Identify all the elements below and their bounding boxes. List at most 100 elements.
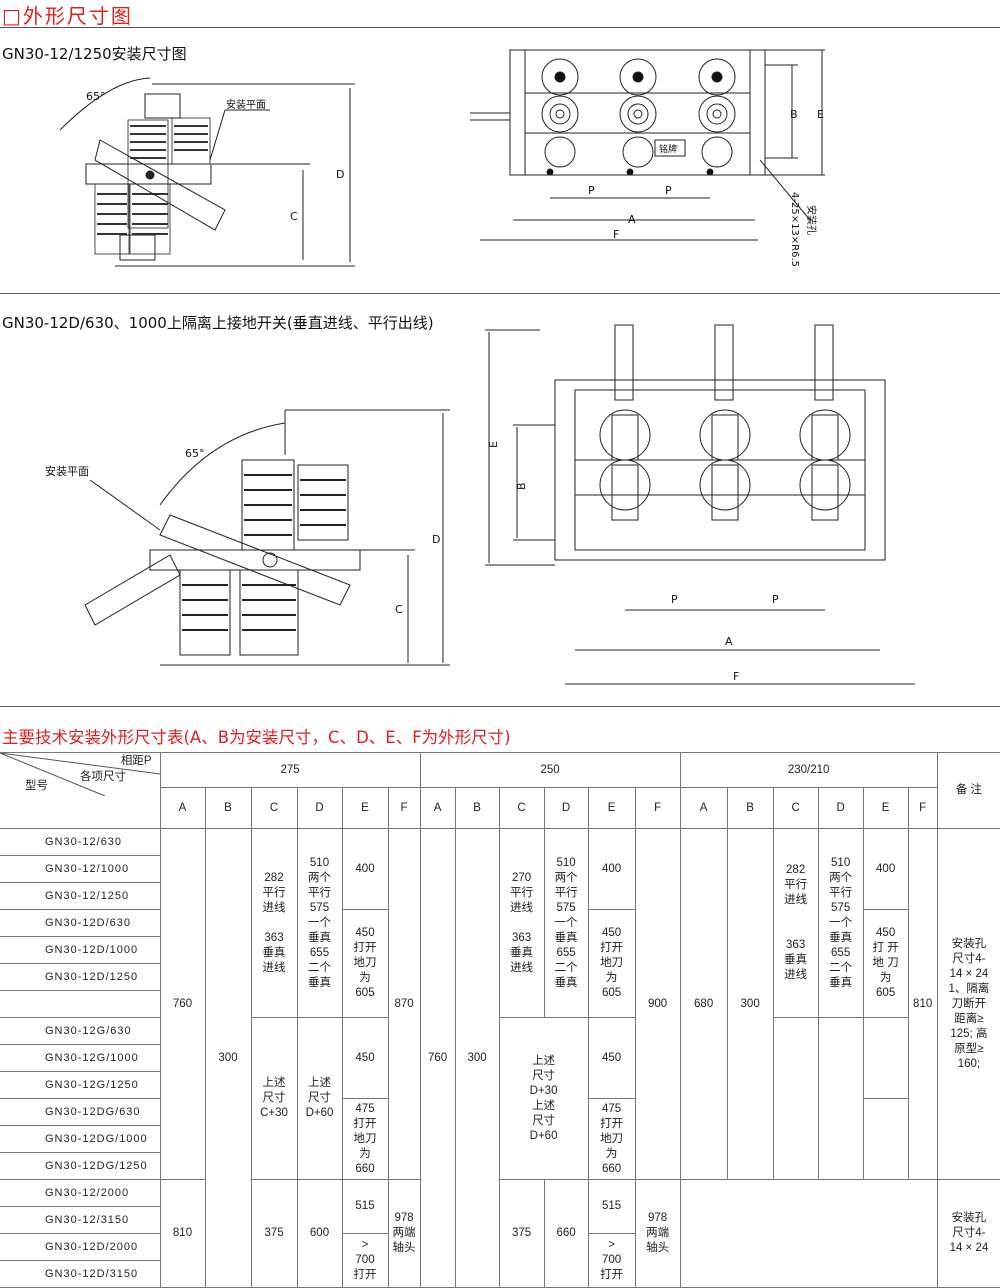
- col-header: C: [772, 787, 819, 829]
- cell: [862, 1017, 909, 1099]
- cell: 870: [387, 828, 421, 1180]
- cell: 上述 尺寸 C+30: [250, 1017, 298, 1180]
- cell: 282 平行 进线 363 垂真 进线: [250, 828, 298, 1018]
- phase-poles: [541, 58, 736, 176]
- corner-model: 型号: [25, 780, 48, 792]
- cell: [772, 1017, 819, 1180]
- corner-dims: 各项尺寸: [80, 771, 126, 783]
- col-header: E: [341, 787, 389, 829]
- dim-f: F: [613, 228, 619, 241]
- group-header: 250: [419, 751, 681, 789]
- dim-p: P: [671, 593, 678, 606]
- table-title: 主要技术安装外形尺寸表(A、B为安装尺寸，C、D、E、F为外形尺寸): [2, 728, 511, 747]
- cell: 978 两端 轴头: [387, 1179, 421, 1288]
- cell: 660: [543, 1179, 589, 1288]
- cell: 375: [498, 1179, 545, 1288]
- hole-label: 安装孔: [805, 205, 818, 235]
- cell: 510 两个 平行 575 一个 垂真 655 二个 垂真: [296, 828, 343, 1018]
- section-title: □外形尺寸图: [2, 4, 133, 28]
- drawing3-title: GN30-12D/630、1000上隔离上接地开关(垂直进线、平行出线): [2, 314, 434, 332]
- divider: [0, 706, 1000, 707]
- model-cell: [0, 990, 161, 1018]
- cell: 510 两个 平行 575 一个 垂真 655 二个 垂真: [817, 828, 864, 1018]
- col-header: D: [296, 787, 343, 829]
- front-view-drawing-1: 铭牌 P P A F B E 安装孔 4-25×13×R6.5: [470, 49, 825, 267]
- cell: 475 打开 地刀 为 660: [587, 1098, 636, 1180]
- model-cell: GN30-12D/630: [0, 909, 161, 937]
- cell: 400: [341, 828, 389, 910]
- cell: 450 打开 地刀 为 605: [587, 909, 636, 1018]
- side-view-drawing-1: 65° C D 安装平面: [59, 77, 355, 267]
- note-cell: 安装孔 尺寸4- 14 × 24 1、隔离 刀断开 距离≥ 125; 高 原型≥…: [936, 828, 1000, 1180]
- divider: [0, 27, 1000, 28]
- nameplate-label: 铭牌: [659, 143, 677, 155]
- cell: [679, 1179, 938, 1288]
- dim-p: P: [588, 184, 595, 197]
- group-header: 230/210: [679, 751, 938, 789]
- dim-e: E: [487, 441, 500, 448]
- cell: 760: [159, 828, 206, 1180]
- col-header: D: [543, 787, 589, 829]
- model-cell: GN30-12/1000: [0, 855, 161, 883]
- col-header: F: [634, 787, 681, 829]
- angle-arc: [59, 77, 151, 131]
- dim-p: P: [665, 184, 672, 197]
- dim-c: C: [290, 210, 298, 223]
- dim-b: B: [515, 482, 528, 490]
- cell: 600: [296, 1179, 343, 1288]
- dim-c: C: [395, 603, 403, 616]
- col-header: B: [726, 787, 774, 829]
- col-header: F: [387, 787, 421, 829]
- cell: 450: [587, 1017, 636, 1099]
- cell: 375: [250, 1179, 298, 1288]
- drawing1-title: GN30-12/1250安装尺寸图: [2, 45, 187, 63]
- cell: 上述 尺寸 D+30 上述 尺寸 D+60: [498, 1017, 589, 1180]
- diagonal-lines: [0, 753, 160, 796]
- cell: 270 平行 进线 363 垂真 进线: [498, 828, 545, 1018]
- model-cell: GN30-12DG/630: [0, 1098, 161, 1126]
- mount-plane-label: 安装平面: [226, 98, 266, 111]
- col-header: B: [204, 787, 252, 829]
- angle-label: 65°: [185, 447, 205, 460]
- cell: 300: [454, 828, 500, 1288]
- mount-plane-label: 安装平面: [45, 464, 89, 478]
- dim-f: F: [733, 670, 739, 683]
- col-header: D: [817, 787, 864, 829]
- model-cell: GN30-12D/3150: [0, 1260, 161, 1288]
- model-cell: GN30-12/3150: [0, 1206, 161, 1234]
- dim-a: A: [628, 213, 636, 226]
- hole-spec: 4-25×13×R6.5: [789, 192, 800, 267]
- cell: [817, 1017, 864, 1180]
- cell: 450 打开 地刀 为 605: [341, 909, 389, 1018]
- cell: 400: [587, 828, 636, 910]
- model-cell: GN30-12G/1000: [0, 1044, 161, 1072]
- divider: [0, 293, 1000, 294]
- cell: 515: [341, 1179, 389, 1234]
- corner-header: 相距P 各项尺寸 型号: [0, 752, 161, 829]
- dim-e: E: [817, 108, 824, 121]
- cell: > 700 打开: [587, 1233, 636, 1288]
- phase-poles: [599, 324, 851, 521]
- group-header: 275: [159, 751, 421, 789]
- dim-p: P: [772, 593, 779, 606]
- cell: 300: [726, 828, 774, 1180]
- side-view-drawing-2: 65° 安装平面 C D: [45, 409, 450, 666]
- cell: 978 两端 轴头: [634, 1179, 681, 1288]
- model-cell: GN30-12G/1250: [0, 1071, 161, 1099]
- col-header: E: [587, 787, 636, 829]
- col-header: A: [159, 787, 206, 829]
- front-view-drawing-2: E B P P A F: [485, 324, 915, 685]
- col-header: A: [419, 787, 456, 829]
- model-cell: GN30-12D/1250: [0, 963, 161, 991]
- cell: 400: [862, 828, 909, 910]
- model-cell: GN30-12D/1000: [0, 936, 161, 964]
- dim-b: B: [790, 108, 798, 121]
- cell: 900: [634, 828, 681, 1180]
- col-header: C: [250, 787, 298, 829]
- dim-d: D: [336, 168, 344, 181]
- cell: 475 打开 地刀 为 660: [341, 1098, 389, 1180]
- cell: 450: [341, 1017, 389, 1099]
- note-header: 备 注: [936, 752, 1000, 829]
- col-header: F: [907, 787, 938, 829]
